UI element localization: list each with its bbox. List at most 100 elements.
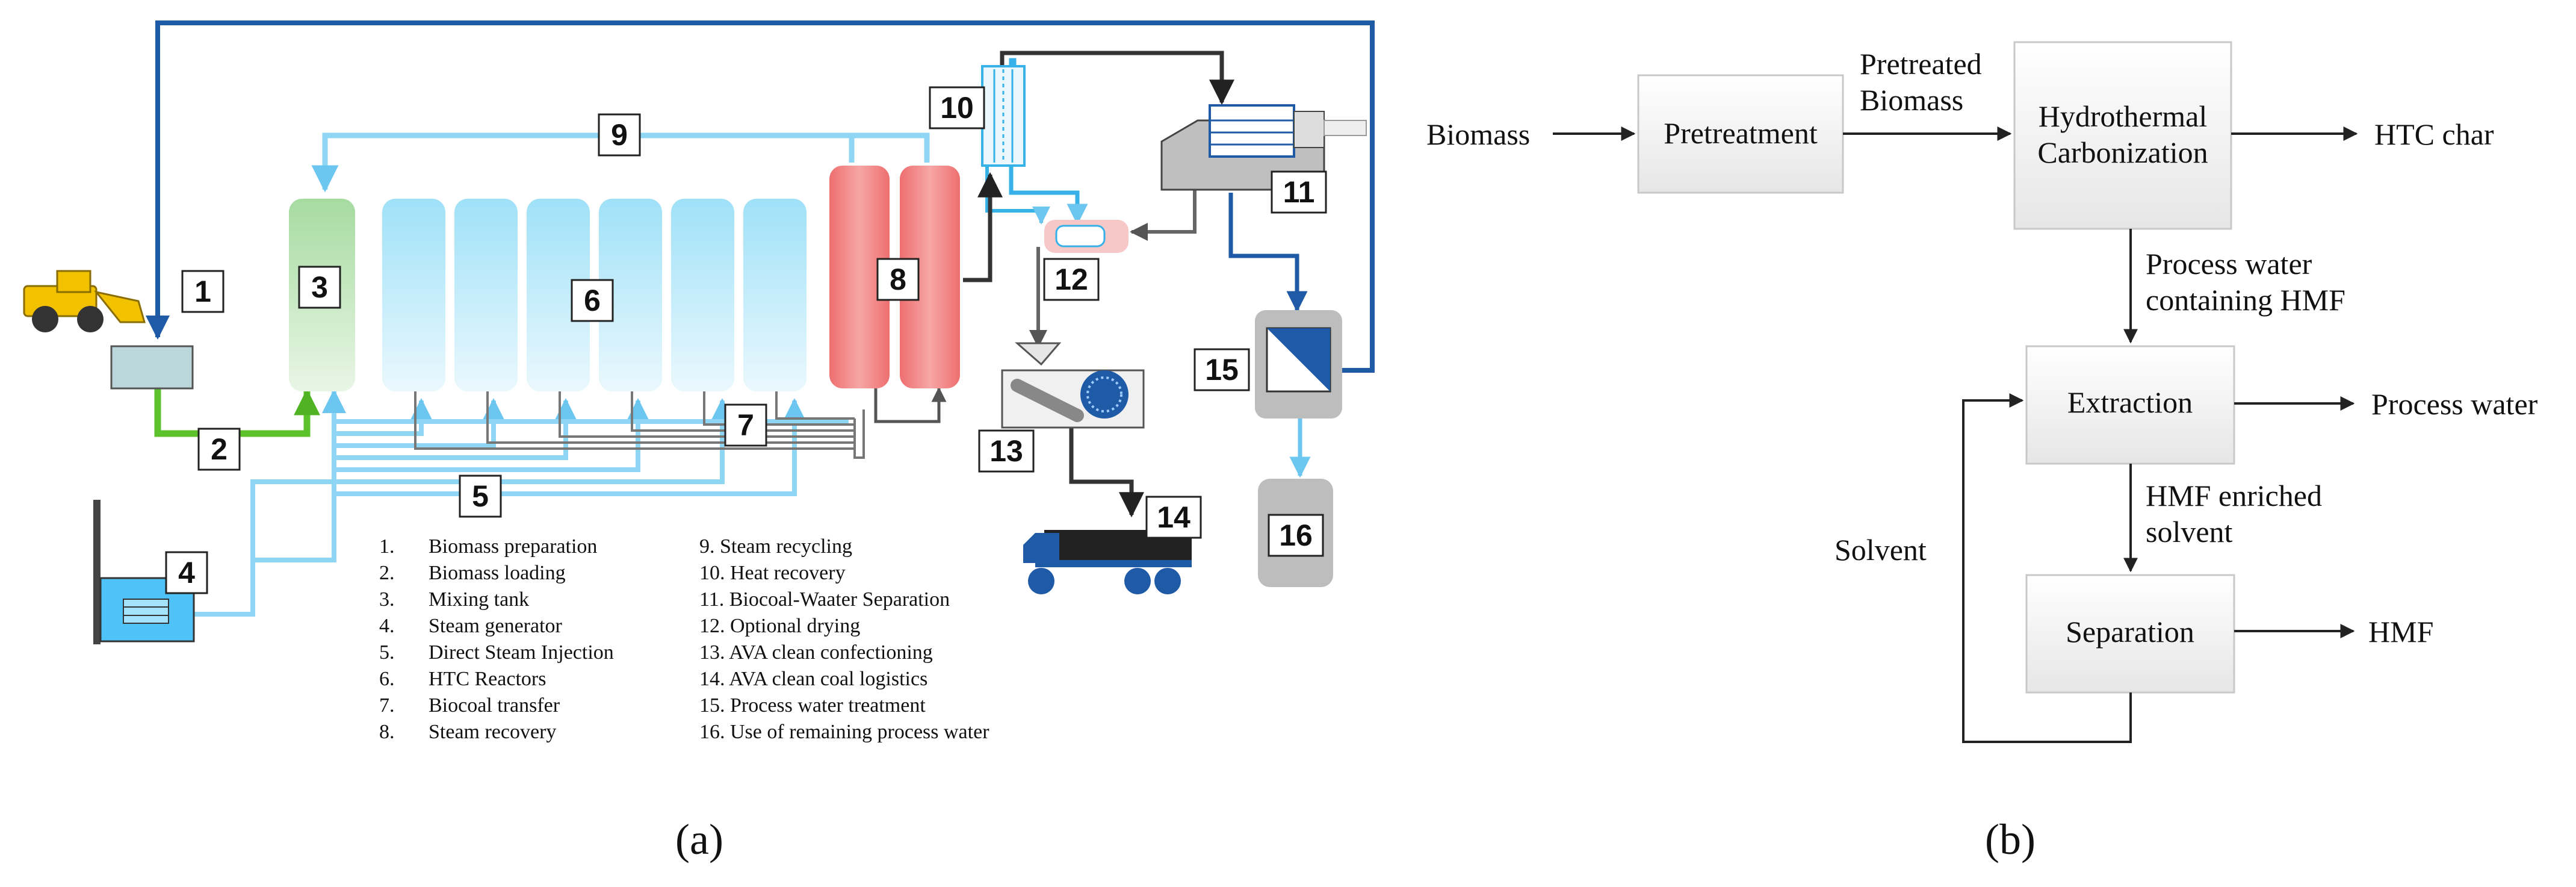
separation-to-treatment-line bbox=[1228, 193, 1308, 313]
pretreated-label-line1: Pretreated bbox=[1860, 47, 1982, 81]
legend-item: 10. Heat recovery bbox=[699, 562, 846, 584]
confectioning-unit-icon bbox=[1001, 342, 1145, 429]
htc-label-line1: Hydrothermal bbox=[2039, 99, 2207, 133]
recovery-loop-line bbox=[874, 385, 947, 423]
svg-text:16: 16 bbox=[1279, 518, 1313, 552]
extraction-label: Extraction bbox=[2067, 385, 2193, 419]
svg-text:10: 10 bbox=[940, 91, 974, 125]
separation-press-icon bbox=[1160, 104, 1367, 191]
htc-reactor bbox=[454, 199, 518, 391]
legend-text: Biomass preparation bbox=[429, 535, 597, 558]
steam-generator-icon bbox=[93, 500, 195, 644]
svg-text:3: 3 bbox=[311, 270, 328, 304]
legend-item: 9. Steam recycling bbox=[699, 535, 852, 558]
pretreatment-label: Pretreatment bbox=[1664, 116, 1818, 150]
label-7: 7 bbox=[724, 403, 767, 447]
pretreatment-box: Pretreatment bbox=[1637, 74, 1844, 194]
legend-item: 11. Biocoal-Waater Separation bbox=[699, 588, 950, 611]
htc-char-label: HTC char bbox=[2374, 117, 2494, 151]
dryer-icon bbox=[1044, 220, 1129, 253]
panel-b: Pretreatment Hydrothermal Carbonization … bbox=[1426, 41, 2538, 864]
svg-text:1: 1 bbox=[194, 275, 211, 308]
biomass-preparation-unit bbox=[110, 345, 194, 390]
separation-label: Separation bbox=[2066, 615, 2194, 649]
legend-text: Direct Steam Injection bbox=[429, 641, 614, 664]
htc-reactor bbox=[671, 199, 734, 391]
hmf-label: HMF bbox=[2368, 615, 2433, 649]
legend-item: 15. Process water treatment bbox=[699, 694, 926, 717]
label-5: 5 bbox=[459, 475, 502, 518]
label-6: 6 bbox=[571, 279, 614, 322]
biocoal-transfer-lines bbox=[414, 391, 865, 459]
label-3: 3 bbox=[298, 266, 341, 309]
solvent-label: Solvent bbox=[1834, 533, 1927, 567]
legend-num: 5. bbox=[379, 641, 395, 664]
svg-text:7: 7 bbox=[737, 408, 754, 442]
flow-arrows bbox=[1553, 126, 2358, 743]
label-2: 2 bbox=[197, 428, 241, 471]
legend-num: 2. bbox=[379, 562, 395, 584]
htc-reactor bbox=[599, 199, 662, 391]
legend-item: 13. AVA clean confectioning bbox=[699, 641, 933, 664]
htc-label-line2: Carbonization bbox=[2037, 135, 2208, 169]
legend-text: Steam recovery bbox=[429, 721, 556, 743]
heat-exchanger-icon bbox=[981, 65, 1026, 167]
htc-reactors bbox=[382, 199, 807, 391]
pretreated-label-line2: Biomass bbox=[1860, 83, 1963, 117]
legend-num: 1. bbox=[379, 535, 395, 558]
legend-num: 8. bbox=[379, 721, 395, 743]
label-15: 15 bbox=[1194, 348, 1250, 391]
svg-text:12: 12 bbox=[1054, 263, 1088, 296]
wheel-loader-icon bbox=[23, 270, 146, 332]
svg-text:6: 6 bbox=[584, 284, 601, 317]
process-water-label-line1: Process water bbox=[2146, 247, 2312, 281]
steam-recovery-vessels bbox=[829, 166, 960, 388]
label-9: 9 bbox=[598, 113, 641, 157]
solvent-recycle-loop bbox=[1962, 393, 2132, 743]
separation-to-dryer-line bbox=[1130, 187, 1197, 241]
svg-text:8: 8 bbox=[890, 263, 906, 296]
legend-item: 16. Use of remaining process water bbox=[699, 721, 989, 743]
label-12: 12 bbox=[1043, 258, 1100, 301]
equipment-legend: 1. Biomass preparation 2. Biomass loadin… bbox=[379, 535, 989, 743]
legend-text: Biomass loading bbox=[429, 562, 566, 584]
label-4: 4 bbox=[165, 551, 208, 594]
legend-text: Mixing tank bbox=[429, 588, 529, 611]
process-water-out-label: Process water bbox=[2371, 387, 2538, 421]
steam-recovery-link-line bbox=[852, 132, 930, 163]
biomass-label: Biomass bbox=[1426, 117, 1530, 151]
label-1: 1 bbox=[181, 270, 224, 313]
svg-text:5: 5 bbox=[472, 479, 489, 513]
svg-text:4: 4 bbox=[178, 556, 195, 590]
label-13: 13 bbox=[978, 429, 1035, 473]
recovery-to-heat-line bbox=[963, 172, 1003, 282]
panel-a-caption: (a) bbox=[675, 815, 723, 864]
process-water-label-line2: containing HMF bbox=[2146, 283, 2345, 317]
label-8: 8 bbox=[876, 258, 920, 301]
svg-text:13: 13 bbox=[989, 434, 1023, 468]
label-11: 11 bbox=[1271, 170, 1327, 214]
label-10: 10 bbox=[929, 86, 985, 129]
hmf-enriched-label-line2: solvent bbox=[2146, 515, 2233, 549]
extraction-box: Extraction bbox=[2025, 345, 2235, 465]
hmf-enriched-label-line1: HMF enriched bbox=[2146, 479, 2322, 512]
heat-to-separation-line bbox=[1000, 51, 1234, 105]
legend-num: 4. bbox=[379, 615, 395, 637]
svg-text:15: 15 bbox=[1205, 353, 1239, 387]
htc-reactor bbox=[527, 199, 590, 391]
legend-item: 12. Optional drying bbox=[699, 615, 860, 637]
legend-text: Steam generator bbox=[429, 615, 563, 637]
separation-box: Separation bbox=[2025, 574, 2235, 694]
legend-num: 3. bbox=[379, 588, 395, 611]
legend-num: 7. bbox=[379, 694, 395, 717]
svg-text:9: 9 bbox=[611, 118, 628, 152]
confectioning-to-logistics-line bbox=[1069, 425, 1144, 518]
steam-recycling-line bbox=[311, 132, 855, 193]
panel-b-caption: (b) bbox=[1985, 815, 2036, 864]
water-treatment-icon bbox=[1255, 310, 1342, 419]
legend-text: HTC Reactors bbox=[429, 668, 546, 690]
legend-item: 14. AVA clean coal logistics bbox=[699, 668, 927, 690]
label-16: 16 bbox=[1268, 514, 1324, 557]
svg-text:11: 11 bbox=[1283, 175, 1315, 209]
